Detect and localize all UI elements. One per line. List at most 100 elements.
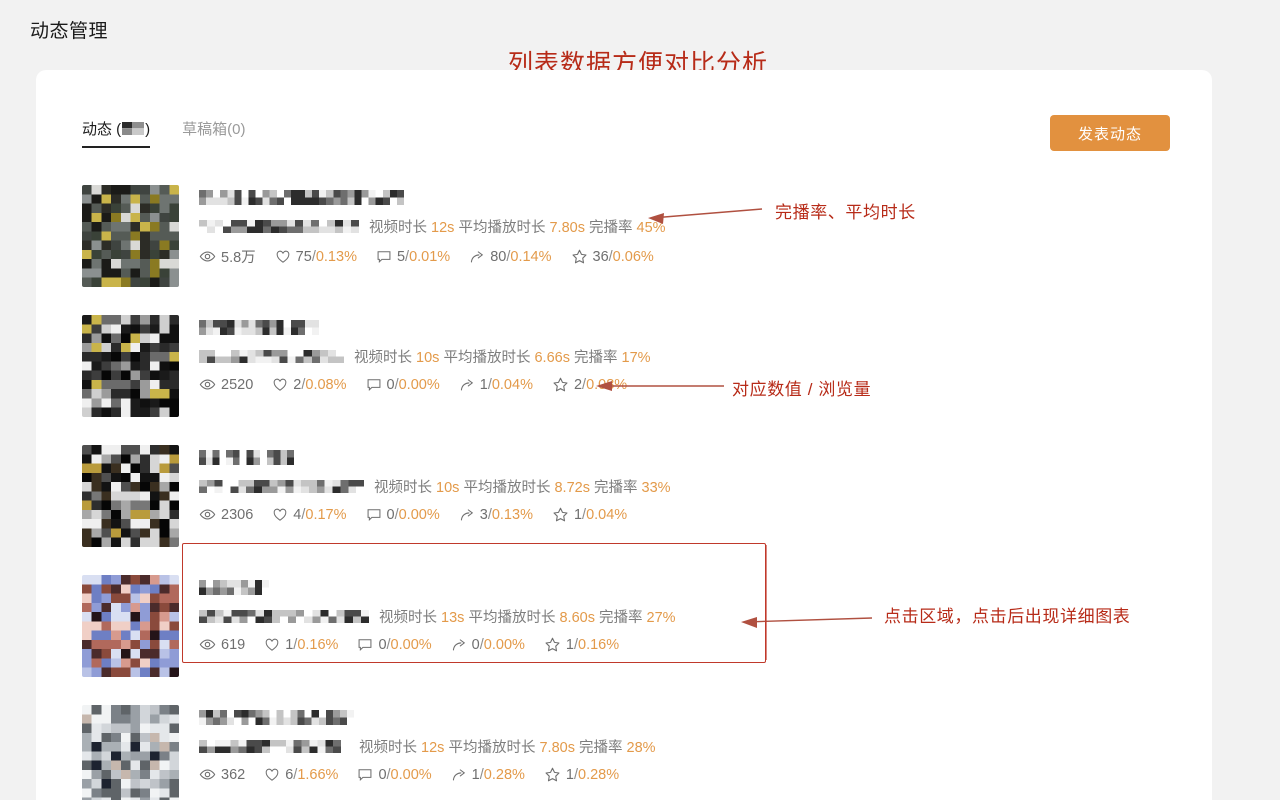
post-thumbnail-3[interactable] [82, 445, 179, 547]
post-title-redacted [199, 707, 1202, 727]
redacted-subtitle [199, 479, 364, 493]
tab-draft-box[interactable]: 草稿箱(0) [182, 118, 245, 148]
tab-dynamic[interactable]: 动态 () [82, 118, 151, 148]
share-icon [469, 249, 485, 265]
star-icon [544, 636, 561, 653]
stat-eye: 362 [199, 766, 245, 783]
stat-value: 2 [573, 376, 583, 393]
metric-label: 平均播放时长 [458, 219, 546, 236]
heart-icon [272, 507, 288, 523]
stat-percent: 0.13% [491, 506, 533, 523]
metric-value: 7.80s [549, 219, 585, 236]
metric-label: 完播率 [594, 479, 638, 496]
stat-eye: 5.8万 [199, 246, 256, 267]
post-body: 视频时长 12s 平均播放时长 7.80s 完播率 28% 362 6/1.66%… [199, 705, 1202, 783]
post-list-item[interactable]: 视频时长 12s 平均播放时长 7.80s 完播率 45% 5.8万 75/0.1… [82, 185, 1202, 315]
post-thumbnail-1[interactable] [82, 185, 179, 287]
redacted-text [199, 319, 319, 335]
stat-text: 75/0.13% [296, 249, 357, 265]
stat-value: 2306 [221, 506, 254, 523]
redacted-count [122, 122, 145, 135]
stat-value: 0 [386, 376, 395, 393]
stat-text: 1/0.04% [480, 377, 533, 393]
stat-text: 0/0.00% [387, 507, 440, 523]
star-icon [552, 506, 569, 523]
post-title-redacted [199, 187, 1202, 207]
post-thumbnail-2[interactable] [82, 315, 179, 417]
stat-text: 1/0.28% [566, 767, 619, 783]
redacted-text [199, 709, 354, 725]
stat-value: 6 [285, 766, 294, 783]
tab-label: 动态 ( [82, 121, 122, 138]
share-icon [451, 767, 467, 783]
post-thumbnail-4[interactable] [82, 575, 179, 677]
comment-icon [357, 637, 373, 653]
post-list-item[interactable]: 视频时长 12s 平均播放时长 7.80s 完播率 28% 362 6/1.66%… [82, 705, 1202, 800]
stat-comment: 0/0.00% [357, 637, 432, 653]
post-thumbnail-5[interactable] [82, 705, 179, 800]
stat-separator: / [487, 506, 492, 523]
metric-label: 完播率 [579, 739, 623, 756]
stat-separator: / [301, 376, 306, 393]
metric-value: 12s [421, 739, 445, 756]
stat-percent: 0.01% [409, 248, 451, 265]
stat-separator: / [487, 376, 492, 393]
tab-bar: 动态 () 草稿箱(0) [82, 118, 246, 148]
stat-value: 1 [565, 766, 574, 783]
stat-separator: / [582, 376, 587, 393]
metric-label: 平均播放时长 [463, 479, 551, 496]
redacted-subtitle [199, 739, 349, 753]
post-metrics-text: 视频时长 12s 平均播放时长 7.80s 完播率 45% [369, 216, 666, 237]
post-meta-line: 视频时长 13s 平均播放时长 8.60s 完播率 27% [199, 603, 1202, 629]
redacted-text [199, 579, 269, 595]
metric-value: 10s [416, 349, 440, 366]
redacted-subtitle [199, 219, 359, 233]
metric-value: 45% [636, 219, 666, 236]
metric-value: 27% [646, 609, 676, 626]
stat-percent: 0.06% [612, 248, 654, 265]
metric-value: 33% [641, 479, 671, 496]
share-icon [459, 507, 475, 523]
stat-heart: 75/0.13% [275, 249, 357, 265]
stat-value: 0 [386, 506, 395, 523]
heart-icon [264, 767, 280, 783]
stat-text: 1/0.28% [472, 767, 525, 783]
publish-post-button[interactable]: 发表动态 [1050, 115, 1170, 151]
stat-eye: 2306 [199, 506, 253, 523]
metric-value: 12s [431, 219, 455, 236]
stat-percent: 0.00% [398, 376, 440, 393]
stat-value: 1 [479, 376, 488, 393]
stat-separator: / [293, 636, 298, 653]
post-metrics-text: 视频时长 12s 平均播放时长 7.80s 完播率 28% [359, 736, 656, 757]
metric-value: 8.72s [554, 479, 590, 496]
stat-share: 1/0.28% [451, 767, 525, 783]
stat-separator: / [386, 636, 391, 653]
redacted-subtitle [199, 609, 369, 623]
stat-text: 3/0.13% [480, 507, 533, 523]
stat-text: 0/0.00% [378, 767, 431, 783]
stat-separator: / [394, 376, 399, 393]
comment-icon [357, 767, 373, 783]
stat-value: 0 [471, 636, 480, 653]
page-title: 动态管理 [30, 21, 109, 42]
metric-label: 平均播放时长 [443, 349, 531, 366]
stat-text: 2306 [221, 507, 253, 523]
stat-separator: / [573, 766, 579, 783]
post-metrics-text: 视频时长 10s 平均播放时长 6.66s 完播率 17% [354, 346, 651, 367]
stat-separator: / [386, 766, 391, 783]
metric-label: 完播率 [589, 219, 633, 236]
stat-text: 6/1.66% [285, 767, 338, 783]
stat-value: 362 [221, 766, 246, 783]
stat-text: 0/0.00% [378, 637, 431, 653]
stat-percent: 0.00% [390, 766, 432, 783]
stat-text: 1/0.04% [574, 507, 627, 523]
annotation-completion-rate: 完播率、平均时长 [775, 203, 916, 222]
